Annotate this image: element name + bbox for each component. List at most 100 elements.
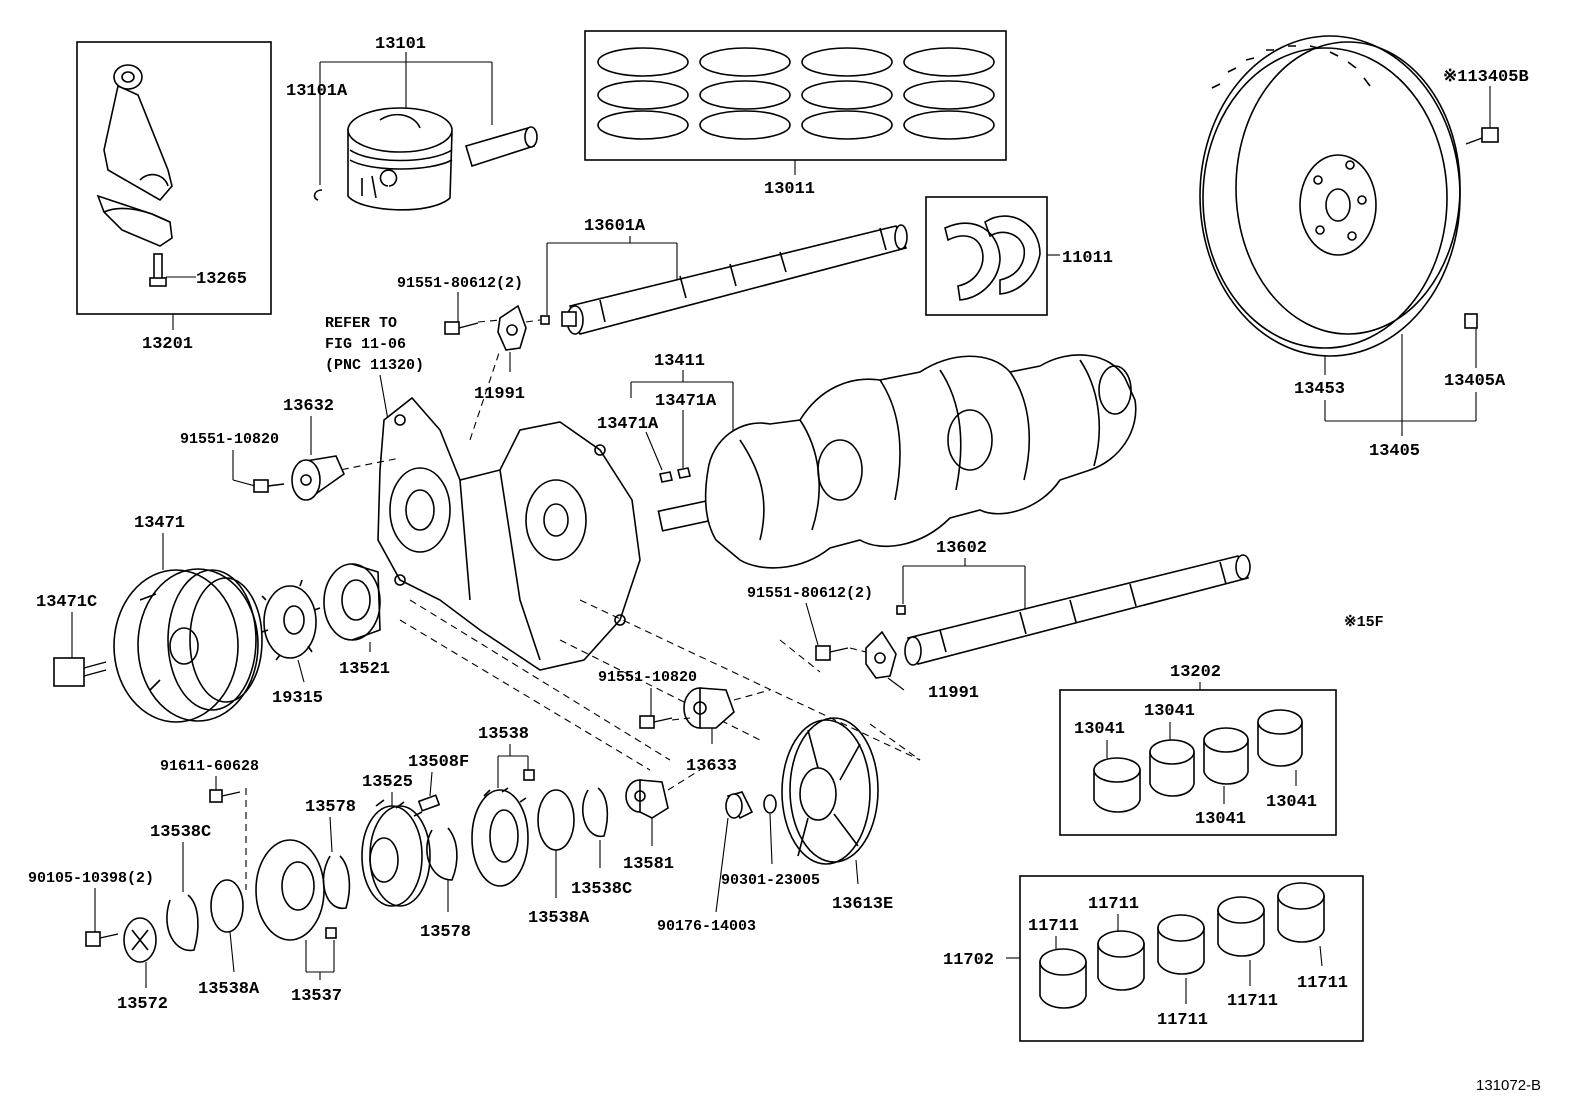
key-icon-b: [677, 467, 691, 479]
label-13525: 13525: [362, 773, 413, 792]
snap-ring-icon: [313, 189, 323, 201]
label-11711-d: 11711: [1227, 992, 1278, 1011]
bolt-icon-seal: [85, 931, 119, 947]
main-bearing-icon-d: [1217, 896, 1265, 957]
flywheel-icon: [1199, 35, 1461, 357]
label-90301-23005: 90301-23005: [721, 872, 820, 889]
label-13581: 13581: [623, 855, 674, 874]
gasket-13538A-icon-mid: [537, 789, 575, 851]
label-13041-d: 13041: [1266, 793, 1317, 812]
label-13041-b: 13041: [1144, 702, 1195, 721]
piston-pin-icon: [465, 126, 538, 168]
plate-upper-icon: [497, 304, 527, 351]
oil-pump-gear-group: 13632 91551-10820: [180, 397, 345, 501]
label-13471: 13471: [134, 514, 185, 533]
crankshaft-group: 13411 13471A 13471A: [597, 352, 1137, 569]
refer-note-line1: REFER TO: [325, 315, 397, 332]
piston-rings-box: [584, 30, 1007, 161]
label-91551-10820-bot: 91551-10820: [598, 669, 697, 686]
timing-cover-icon: [377, 396, 641, 671]
refer-note-line2: FIG 11-06: [325, 336, 406, 353]
crank-gear-icon: [323, 563, 381, 641]
main-bearing-icon-a: [1039, 948, 1087, 1009]
label-13578-top: 13578: [305, 798, 356, 817]
label-13202: 13202: [1170, 663, 1221, 682]
seal-plate-13537-icon: [255, 839, 325, 941]
main-bearing-icon-c: [1157, 914, 1205, 975]
label-13578-bot: 13578: [420, 923, 471, 942]
crank-pulley-group: 13471 13471C: [36, 514, 263, 723]
label-11711-c: 11711: [1157, 1011, 1208, 1030]
balance-shaft-upper-icon: [561, 224, 908, 335]
timing-rotor-icon: [261, 579, 321, 661]
flywheel-group: ※113405B 13405A 13453 13405: [1199, 35, 1529, 461]
label-13101A: 13101A: [286, 82, 348, 101]
label-13508F: 13508F: [408, 753, 469, 772]
label-11711-a: 11711: [1028, 917, 1079, 936]
label-13538: 13538: [478, 725, 529, 744]
label-13601A: 13601A: [584, 217, 646, 236]
main-bearing-group: 11702 11711 11711 11711 11711 11711: [943, 875, 1364, 1042]
label-13101: 13101: [375, 35, 426, 54]
label-13201: 13201: [142, 335, 193, 354]
thrust-washer-icon-b: [984, 215, 1041, 295]
thrust-washer-box: [925, 196, 1048, 316]
label-13471A-left: 13471A: [597, 415, 659, 434]
label-13537: 13537: [291, 987, 342, 1006]
key-13508F-icon: [417, 794, 441, 812]
label-90105-10398: 90105-10398(2): [28, 870, 154, 887]
bolt-icon-pump: [253, 479, 285, 493]
balance-shaft-lower-icon: [904, 554, 1251, 666]
label-13041-c: 13041: [1195, 810, 1246, 829]
conrod-bearing-icon-d: [1257, 709, 1303, 767]
label-11991-top: 11991: [474, 385, 525, 404]
pin-icon: [540, 315, 550, 325]
label-91551-80612-top: 91551-80612(2): [397, 275, 523, 292]
front-seal-group: 91611-60628 13538C 90105-10398(2) 13572 …: [28, 717, 921, 1014]
label-13405: 13405: [1369, 442, 1420, 461]
piston-icon: [347, 107, 453, 211]
label-13405A: 13405A: [1444, 372, 1506, 391]
snap-ring-icon-left: [166, 894, 199, 952]
connecting-rod-box: [76, 41, 272, 315]
timing-cover-group: REFER TO FIG 11-06 (PNC 11320): [325, 315, 921, 771]
main-bearing-icon-b: [1097, 930, 1145, 991]
label-91551-80612-bot: 91551-80612(2): [747, 585, 873, 602]
pin-13537-icon: [325, 927, 337, 939]
balance-shaft-upper-group: 13601A 91551-80612(2) 11991: [397, 217, 908, 441]
crank-pulley-icon: [113, 568, 263, 723]
label-13411: 13411: [654, 352, 705, 371]
label-13265: 13265: [196, 270, 247, 289]
label-13538A-mid: 13538A: [528, 909, 590, 928]
label-13041-a: 13041: [1074, 720, 1125, 739]
refer-note-line3: (PNC 11320): [325, 357, 424, 374]
label-91611-60628: 91611-60628: [160, 758, 259, 775]
cam-sprocket-13613E-icon: [781, 717, 879, 865]
thrust-washer-group: 11011: [925, 196, 1113, 316]
ring-13578-icon-top: [322, 855, 351, 909]
label-13538C-right: 13538C: [571, 880, 632, 899]
bolt-icon-lower: [815, 645, 849, 661]
label-19315: 19315: [272, 689, 323, 708]
pulley-bolt-icon: [53, 657, 107, 687]
label-13471A-right: 13471A: [655, 392, 717, 411]
label-13633: 13633: [686, 757, 737, 776]
conrod-bearing-icon-a: [1093, 757, 1141, 813]
oil-pump-gear-icon: [291, 455, 345, 501]
piston-rings-icon: [597, 47, 995, 140]
label-11011: 11011: [1062, 249, 1113, 268]
connecting-rod-group: 13265 13201: [76, 41, 272, 354]
piston-rings-group: 13011: [584, 30, 1007, 199]
plate-lower-icon: [865, 630, 897, 679]
timing-sprocket-13525-icon: [361, 799, 431, 907]
timing-gear-13538-icon: [471, 787, 529, 887]
pin-13538-icon: [523, 769, 535, 781]
flywheel-bolt-icon: [1465, 127, 1499, 145]
bushing-90176-icon: [725, 791, 754, 820]
label-13405B: ※113405B: [1443, 68, 1529, 87]
bolt-icon-upper: [444, 321, 479, 335]
label-13572: 13572: [117, 995, 168, 1014]
label-13453: 13453: [1294, 380, 1345, 399]
conrod-bearing-box: [1059, 689, 1337, 836]
